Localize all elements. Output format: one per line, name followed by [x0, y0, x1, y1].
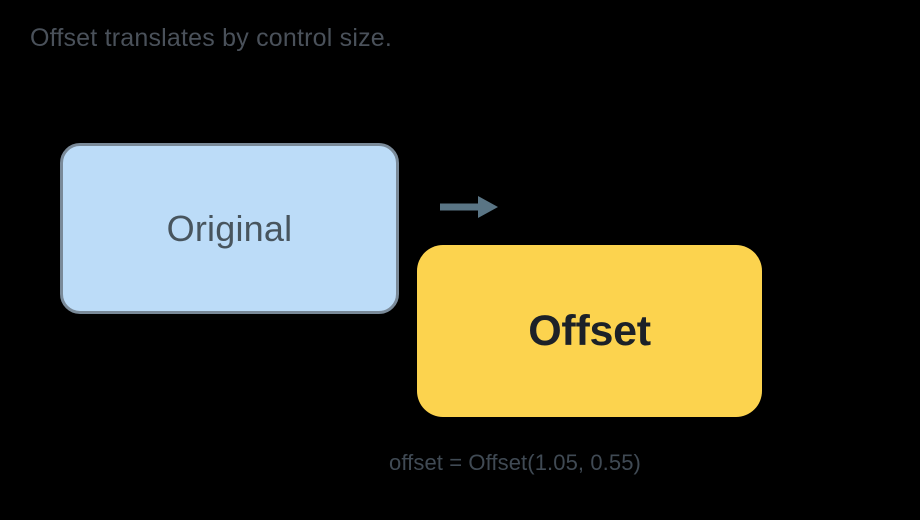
offset-box-label: Offset	[528, 306, 651, 355]
offset-caption: offset = Offset(1.05, 0.55)	[389, 450, 641, 475]
offset-control-box: Offset	[417, 245, 762, 417]
arrow-right-glyph	[440, 196, 498, 218]
arrow-right-icon	[438, 193, 500, 221]
original-box-label: Original	[166, 207, 293, 249]
original-control-box: Original	[60, 143, 399, 314]
page-title: Offset translates by control size.	[30, 24, 393, 52]
